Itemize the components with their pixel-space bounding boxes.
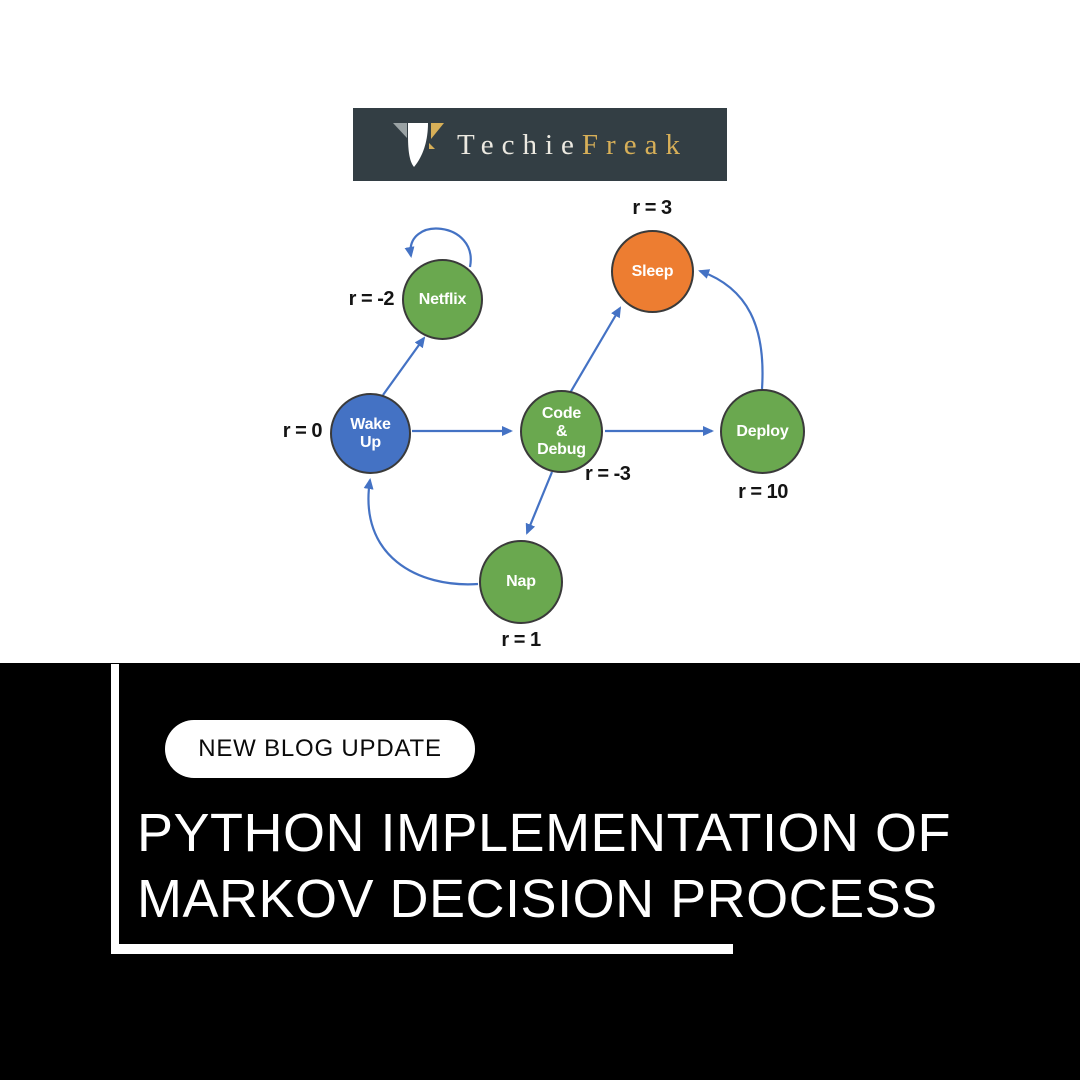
- post-title: PYTHON IMPLEMENTATION OF MARKOV DECISION…: [137, 800, 951, 932]
- reward-label-sleep: r = 3: [632, 197, 672, 219]
- state-nap-label: Nap: [506, 573, 536, 590]
- reward-label-code-debug: r = -3: [585, 463, 631, 485]
- new-blog-badge: NEW BLOG UPDATE: [165, 720, 475, 778]
- state-wake-up: Wake Up: [330, 393, 411, 474]
- state-netflix: Netflix: [402, 259, 483, 340]
- edge-nap-to-wakeup: [363, 478, 479, 586]
- state-nap: Nap: [479, 540, 563, 624]
- edge-code-to-sleep: [569, 306, 622, 394]
- edge-deploy-to-sleep: [698, 269, 764, 390]
- state-wake-up-label: Wake Up: [350, 415, 391, 451]
- reward-label-wake-up: r = 0: [282, 420, 323, 442]
- diagram-area: TechieFreak Netflix: [282, 108, 805, 651]
- state-netflix-label: Netflix: [418, 290, 467, 308]
- state-deploy: Deploy: [720, 389, 805, 474]
- reward-label-netflix: r = -2: [348, 288, 395, 310]
- logo-wordmark: TechieFreak: [457, 129, 688, 160]
- edge-code-to-nap: [525, 471, 554, 535]
- post-title-line2: MARKOV DECISION PROCESS: [137, 869, 938, 929]
- state-code-debug-label: Code & Debug: [537, 404, 586, 458]
- reward-label-nap: r = 1: [501, 629, 541, 651]
- frame-horizontal-line: [111, 944, 733, 954]
- logo-text-techie: Techie: [457, 129, 582, 161]
- state-sleep: Sleep: [611, 230, 694, 313]
- techiefreak-logo-icon: [393, 122, 445, 167]
- edge-netflix-self-loop: [404, 227, 472, 268]
- state-sleep-label: Sleep: [631, 262, 674, 280]
- edge-wakeup-to-netflix: [382, 336, 426, 396]
- logo-text-freak: Freak: [581, 129, 688, 161]
- frame-vertical-line: [111, 664, 119, 954]
- reward-label-deploy: r = 10: [738, 481, 788, 503]
- transition-arrows: [363, 227, 764, 586]
- techiefreak-logo: TechieFreak: [353, 108, 727, 181]
- state-code-debug: Code & Debug: [520, 390, 603, 473]
- state-deploy-label: Deploy: [736, 422, 789, 440]
- new-blog-badge-label: NEW BLOG UPDATE: [198, 735, 442, 762]
- banner-section: NEW BLOG UPDATE PYTHON IMPLEMENTATION OF…: [0, 663, 1080, 1080]
- post-title-line1: PYTHON IMPLEMENTATION OF: [137, 803, 952, 863]
